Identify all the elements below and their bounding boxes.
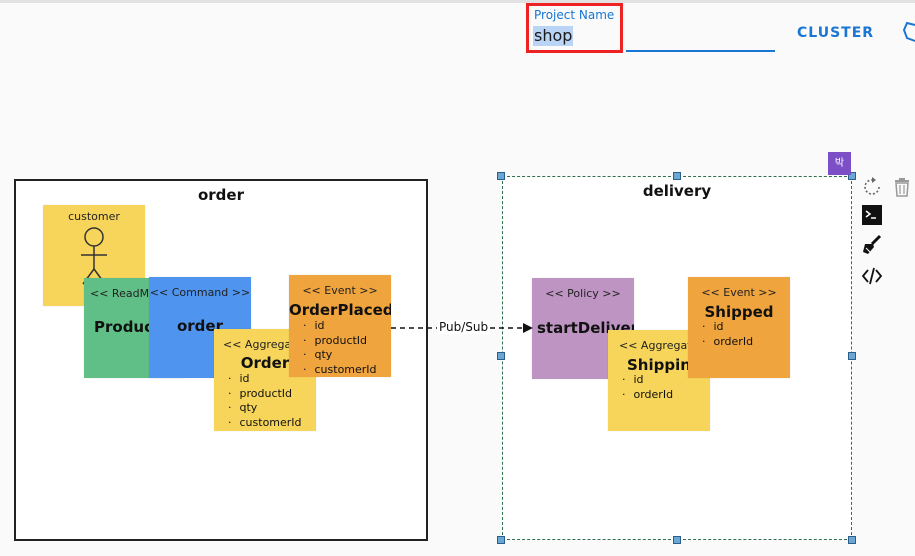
user-avatar: 박 xyxy=(828,152,851,175)
policy-stereotype: << Policy >> xyxy=(545,287,621,300)
resize-handle[interactable] xyxy=(673,536,681,544)
attribute-item: orderId xyxy=(622,388,674,403)
attribute-item: customerId xyxy=(228,416,302,431)
aggregate-sticky-order[interactable]: << Aggregate >> Order id productId qty c… xyxy=(214,329,316,431)
refresh-icon[interactable] xyxy=(861,176,883,198)
attribute-item: id xyxy=(622,373,673,388)
resize-handle[interactable] xyxy=(497,172,505,180)
aggregate-stereotype: << Aggregate >> xyxy=(619,339,710,352)
resize-handle[interactable] xyxy=(497,352,505,360)
attribute-item: productId xyxy=(228,387,302,402)
attribute-item: qty xyxy=(228,401,302,416)
attribute-item: qty xyxy=(303,348,377,363)
hexagon-icon[interactable] xyxy=(903,22,915,42)
event-attributes: id productId qty customerId xyxy=(303,319,377,377)
project-name-highlight xyxy=(526,3,623,53)
cluster-button[interactable]: CLUSTER xyxy=(797,25,875,41)
bounded-context-title: delivery xyxy=(642,182,712,200)
aggregate-attributes: id productId qty customerId xyxy=(228,372,302,430)
resize-handle[interactable] xyxy=(497,536,505,544)
readmodel-name: Product xyxy=(94,318,161,336)
resize-handle[interactable] xyxy=(673,172,681,180)
event-name: OrderPlaced xyxy=(289,301,391,319)
command-stereotype: << Command >> xyxy=(149,286,251,299)
attribute-item: productId xyxy=(303,334,377,349)
resize-handle[interactable] xyxy=(848,352,856,360)
aggregate-name: Order xyxy=(240,354,290,372)
bounded-context-title: order xyxy=(197,186,244,204)
event-stereotype: << Event >> xyxy=(302,284,378,297)
aggregate-attributes: id orderId xyxy=(622,373,674,403)
aggregate-sticky-shipping[interactable]: << Aggregate >> Shipping id orderId xyxy=(608,330,710,431)
attribute-item: customerId xyxy=(303,363,377,378)
aggregate-name: Shipping xyxy=(627,356,702,374)
event-sticky-shipped[interactable]: << Event >> Shipped id orderId xyxy=(688,277,790,378)
event-sticky-orderplaced[interactable]: << Event >> OrderPlaced id productId qty… xyxy=(289,275,391,377)
broom-icon[interactable] xyxy=(861,234,883,256)
edge-label: Pub/Sub xyxy=(437,320,491,334)
resize-handle[interactable] xyxy=(848,172,856,180)
trash-icon[interactable] xyxy=(891,176,913,198)
code-icon[interactable] xyxy=(861,265,883,287)
attribute-item: orderId xyxy=(702,335,754,350)
attribute-item: id xyxy=(228,372,302,387)
policy-sticky-startdelivery[interactable]: << Policy >> startDelivery xyxy=(532,278,634,379)
actor-label: customer xyxy=(68,210,120,223)
top-bar xyxy=(0,0,915,3)
event-attributes: id orderId xyxy=(702,320,754,350)
project-name-underline xyxy=(626,50,775,52)
attribute-item: id xyxy=(702,320,753,335)
terminal-icon[interactable] xyxy=(861,204,883,226)
event-name: Shipped xyxy=(704,303,774,321)
project-name-label: Project Name xyxy=(534,8,615,22)
project-name-input[interactable]: shop xyxy=(533,26,574,46)
attribute-item: id xyxy=(303,319,377,334)
command-name: order xyxy=(176,317,223,335)
resize-handle[interactable] xyxy=(848,536,856,544)
event-stereotype: << Event >> xyxy=(701,286,777,299)
